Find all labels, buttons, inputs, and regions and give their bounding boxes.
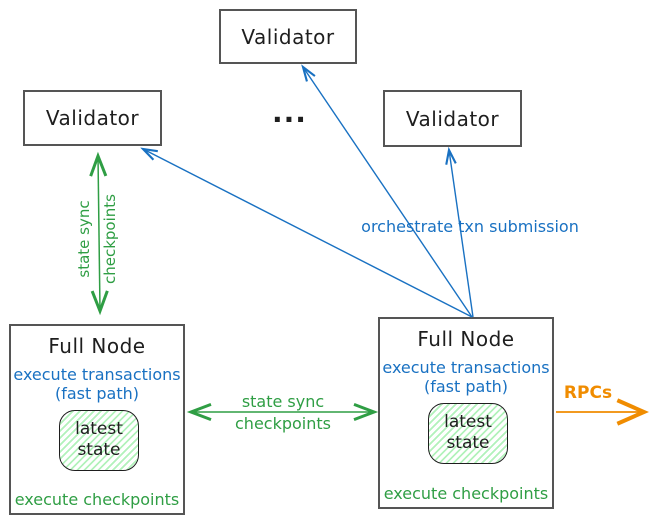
- state-sync-label-vertical-line2: checkpoints: [101, 194, 119, 284]
- state-sync-arrow-validator-fullnode: [89, 151, 109, 316]
- validator-top-label: Validator: [241, 24, 335, 49]
- state-sync-label-horizontal-line1: state sync: [241, 392, 325, 411]
- full-node-right-fast-path: (fast path): [424, 377, 508, 396]
- full-node-left-execute-transactions: execute transactions: [13, 365, 181, 384]
- full-node-left-fast-path: (fast path): [55, 384, 139, 403]
- full-node-box-right: Full Node execute transactions (fast pat…: [378, 317, 554, 509]
- full-node-right-execute-checkpoints: execute checkpoints: [383, 484, 549, 503]
- validator-box-right: Validator: [383, 90, 522, 147]
- full-node-box-left: Full Node execute transactions (fast pat…: [9, 324, 185, 515]
- latest-state-line1: latest: [444, 412, 492, 432]
- latest-state-line1: latest: [75, 419, 123, 439]
- latest-state-line2: state: [446, 433, 490, 453]
- validator-box-left: Validator: [23, 90, 162, 146]
- state-sync-label-horizontal-line2: checkpoints: [235, 414, 331, 433]
- more-validators-ellipsis: ...: [272, 96, 307, 129]
- full-node-left-latest-state-box: latest state: [59, 410, 139, 471]
- orchestrate-txn-submission-label: orchestrate txn submission: [361, 217, 579, 236]
- full-node-right-latest-state-box: latest state: [428, 403, 508, 464]
- orchestrate-arrow-to-top-validator: [303, 67, 473, 318]
- full-node-left-execute-checkpoints: execute checkpoints: [14, 490, 180, 509]
- full-node-left-title: Full Node: [48, 334, 146, 358]
- validator-right-label: Validator: [405, 106, 500, 131]
- full-node-right-execute-transactions: execute transactions: [382, 358, 550, 377]
- latest-state-line2: state: [77, 440, 121, 460]
- validator-box-top: Validator: [219, 9, 357, 64]
- orchestrate-arrow-to-right-validator: [449, 150, 474, 318]
- rpcs-label: RPCs: [563, 383, 613, 403]
- validator-left-label: Validator: [45, 106, 140, 130]
- orchestrate-arrow-to-left-validator: [143, 149, 473, 318]
- state-sync-label-vertical-line1: state sync: [75, 200, 93, 278]
- full-node-right-title: Full Node: [417, 327, 515, 351]
